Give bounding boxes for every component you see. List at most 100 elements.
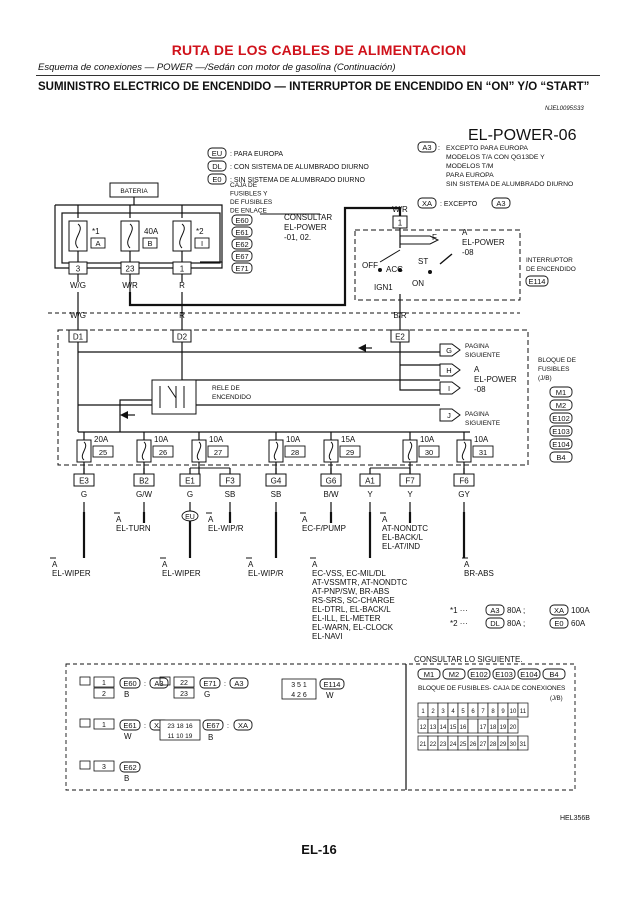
output-wire: B/W [323,490,339,499]
output-pin-F3-box [219,473,241,487]
fusible-link-letter-box [194,237,210,249]
ign-top-pin: 1 [398,219,403,228]
conn-e114-code: E114 [324,680,341,689]
ref-row2-1: A [162,560,168,569]
fusible-box-connector-E62-frame [231,238,253,250]
ref-row2-3: EL-WARN, EL-CLOCK [312,623,394,632]
consult-code-M2-frame [442,668,466,680]
output-pin-G6: G6 [326,477,337,486]
conn-e62-color: B [124,774,129,783]
grid-row3-num: 29 [500,742,507,748]
ref-row1-1: A [208,515,214,524]
fusible-link-element-2 [179,223,185,249]
consult-code-M2: M2 [449,670,459,679]
grid-row2-num: 12 [420,725,427,731]
ref-row1-0: A [116,515,122,524]
conn-e60-pin: 1 [102,680,106,687]
colon: : [144,723,146,730]
ign-pos-on: ON [412,279,424,288]
conn-e61-code: E61 [123,721,136,730]
output-pin-B2-box [133,473,155,487]
fuse-num-box [418,445,440,458]
fusible-box-connector-E67-frame [231,250,253,262]
conn-e61-code-frame [119,719,141,731]
fusible-link-letter: B [147,239,152,248]
grid-row1-num: 4 [451,709,455,715]
fusible-box-label: DE ENLACE [230,208,268,215]
consult-title: CONSULTAR LO SIGUIENTE. [414,655,523,664]
jb-pin-d1: D1 [73,333,84,342]
mid-wire-color: B/R [393,311,407,320]
ign-pos-off: OFF [362,261,378,270]
fuse-26-element [141,441,147,461]
grid-row1-cell [517,702,529,718]
legend-tag-a3: A3 [422,143,431,152]
fuse-num-box [152,445,174,458]
conn-e114-pins-2: 4 2 6 [291,692,307,699]
footnote-tag-b: XA [554,606,564,615]
fusible-box-connector-E61-frame [231,226,253,238]
top-pin-3: 3 [76,265,81,274]
ign-ref-letter: F [432,233,437,242]
legend-text: : CON SISTEMA DE ALUMBRADO DIURNO [230,164,369,171]
footnote-tag-b: E0 [554,619,563,628]
footnote-tag-a: DL [490,619,500,628]
conn-e61-color: W [124,732,132,741]
fusible-link-letter: A [95,239,100,248]
consult-code-M1: M1 [424,670,434,679]
consult-code-M1-frame [417,668,441,680]
fuse-num: 30 [425,448,433,457]
fusible-box-label: FUSIBLES Y [230,191,268,198]
conn-e62-icon [79,760,91,770]
conn-e67-body [159,719,201,741]
output-pin-G4: G4 [271,477,282,486]
consult-code-E102: E102 [470,670,488,679]
grid-row1-num: 2 [431,709,435,715]
consult-code-E102-frame [467,668,491,680]
grid-row2-cell [467,718,479,734]
ref-row2-3: EL-ILL, EL-METER [312,614,381,623]
connector-panel-frame [65,663,576,791]
fuse-block-connector-M1: M1 [556,388,566,397]
grid-row3-num: 27 [480,742,487,748]
right-ref-i-frame [439,381,461,395]
output-wire: G [81,490,87,499]
ref-row1-3: EL-AT/IND [382,542,420,551]
fusible-box-connector-E60: E60 [235,216,248,225]
fuse-num: 27 [214,448,222,457]
footnote-tag-a: A3 [490,606,499,615]
fuse-amp: 15A [341,435,356,444]
output-pin-B2: B2 [139,477,149,486]
right-ref-j-frame [439,408,461,422]
consult-code-E104: E104 [520,670,538,679]
ref-row2-3: A [312,560,318,569]
ign-connector: E114 [529,277,546,286]
fuse-num-box [339,445,361,458]
eu-tag: EU [185,514,195,521]
right-ref-elpower: -08 [474,385,486,394]
fuse-30-element [407,441,413,461]
fuse-block-connector-M2: M2 [556,401,566,410]
grid-row1-num: 5 [461,709,465,715]
fuse-num-box [284,445,306,458]
legend-tag-E0: E0 [212,175,221,184]
conn-e114-pins-1: 3 5 1 [291,682,307,689]
jb-pin-e2: E2 [395,333,405,342]
conn-e71-code: E71 [203,679,216,688]
ref-row2-3: EL-DTRL, EL-BACK/L [312,605,391,614]
fuse-block-connector-M2-frame [549,399,573,411]
grid-row1-num: 7 [481,709,485,715]
fuse-27-element [196,441,202,461]
next-page-ref-1: PAGINA [465,343,490,350]
ref-row2-4: BR-ABS [464,569,494,578]
consult-code-B4: B4 [549,670,558,679]
next-page-ref-2: PAGINA [465,411,490,418]
output-pin-F7-box [399,473,421,487]
legend-tag-EU: EU [212,149,222,158]
output-pin-A1: A1 [365,477,375,486]
output-wire: SB [225,490,236,499]
fuse-block-label: BLOQUE DE [538,357,577,364]
conn-e60-pin-box [93,687,115,699]
conn-e67-code: E67 [206,721,219,730]
grid-row3-cell [517,735,529,751]
